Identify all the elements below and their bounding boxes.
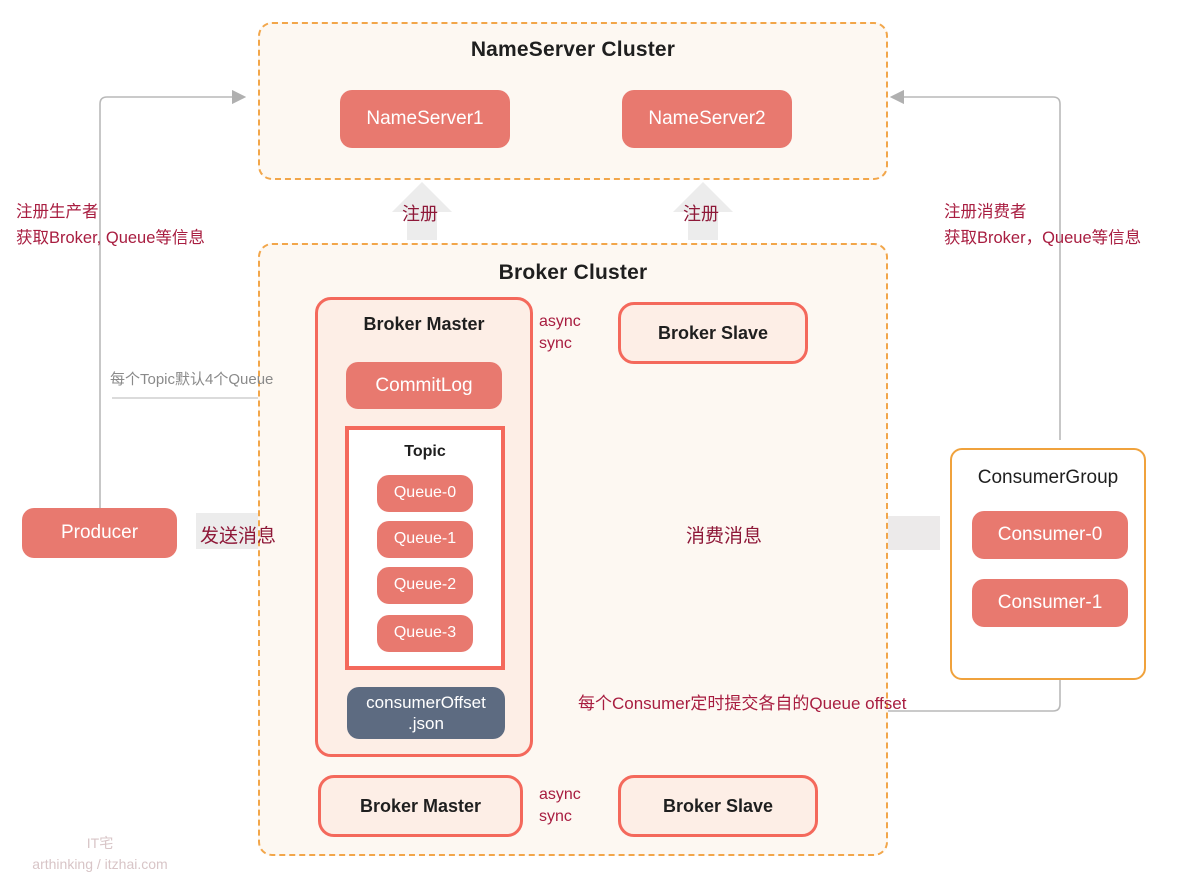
register-arrow-1-label: 注册: [402, 204, 438, 224]
replication-mode-2-async: async: [539, 786, 581, 803]
nameserver-node-2[interactable]: NameServer2: [622, 90, 792, 148]
commit-offset-label: 每个Consumer定时提交各自的Queue offset: [578, 694, 907, 713]
commitlog-box[interactable]: CommitLog: [346, 362, 502, 409]
broker-slave-1[interactable]: Broker Slave: [618, 302, 808, 364]
queue-3[interactable]: Queue-3: [377, 615, 473, 652]
broker-master-1-label: Broker Master: [363, 314, 485, 334]
replication-mode-1: async sync: [539, 311, 581, 354]
replication-mode-2-sync: sync: [539, 807, 572, 825]
queue-0[interactable]: Queue-0: [377, 475, 473, 512]
topic-label: Topic: [404, 443, 446, 460]
queue-2[interactable]: Queue-2: [377, 567, 473, 604]
nameserver-node-1[interactable]: NameServer1: [340, 90, 510, 148]
send-message-label: 发送消息: [200, 526, 277, 547]
consume-message-label: 消费消息: [686, 526, 763, 547]
consumer-0[interactable]: Consumer-0: [972, 511, 1128, 559]
broker-master-2-label: Broker Master: [359, 795, 482, 816]
consumer-offset-store[interactable]: consumerOffset .json: [347, 687, 505, 739]
broker-master-2[interactable]: Broker Master: [318, 775, 523, 837]
broker-slave-1-label: Broker Slave: [657, 322, 769, 343]
register-arrow-2-label: 注册: [683, 204, 719, 224]
producer-node[interactable]: Producer: [22, 508, 177, 558]
watermark-line1: IT宅: [86, 835, 114, 851]
nameserver-cluster-title: NameServer Cluster: [470, 38, 676, 61]
line-producer-to-nameserver: [99, 89, 247, 520]
line-consumer-to-nameserver: [889, 89, 1061, 440]
broker-cluster-title: Broker Cluster: [498, 261, 648, 284]
consumer-offset-line2: .json: [408, 714, 444, 733]
replication-mode-2: async sync: [539, 784, 581, 827]
queue-1[interactable]: Queue-1: [377, 521, 473, 558]
watermark-line2: arthinking / itzhai.com: [32, 856, 168, 872]
nameserver-cluster: NameServer Cluster NameServer1 NameServe…: [258, 22, 888, 180]
replication-mode-1-sync: sync: [539, 334, 572, 352]
register-producer-annotation: 注册生产者 获取Broker, Queue等信息: [16, 203, 205, 247]
watermark: IT宅 arthinking / itzhai.com: [10, 833, 190, 875]
replication-mode-1-async: async: [539, 313, 581, 330]
consumer-group: ConsumerGroup Consumer-0 Consumer-1: [950, 448, 1146, 680]
broker-slave-2-label: Broker Slave: [662, 795, 774, 816]
topic-queue-note: 每个Topic默认4个Queue: [110, 371, 274, 388]
consumer-offset-line1: consumerOffset: [366, 692, 486, 712]
consumer-1[interactable]: Consumer-1: [972, 579, 1128, 627]
consumer-group-title: ConsumerGroup: [977, 467, 1119, 488]
broker-slave-2[interactable]: Broker Slave: [618, 775, 818, 837]
register-consumer-annotation: 注册消费者 获取Broker，Queue等信息: [944, 203, 1142, 247]
